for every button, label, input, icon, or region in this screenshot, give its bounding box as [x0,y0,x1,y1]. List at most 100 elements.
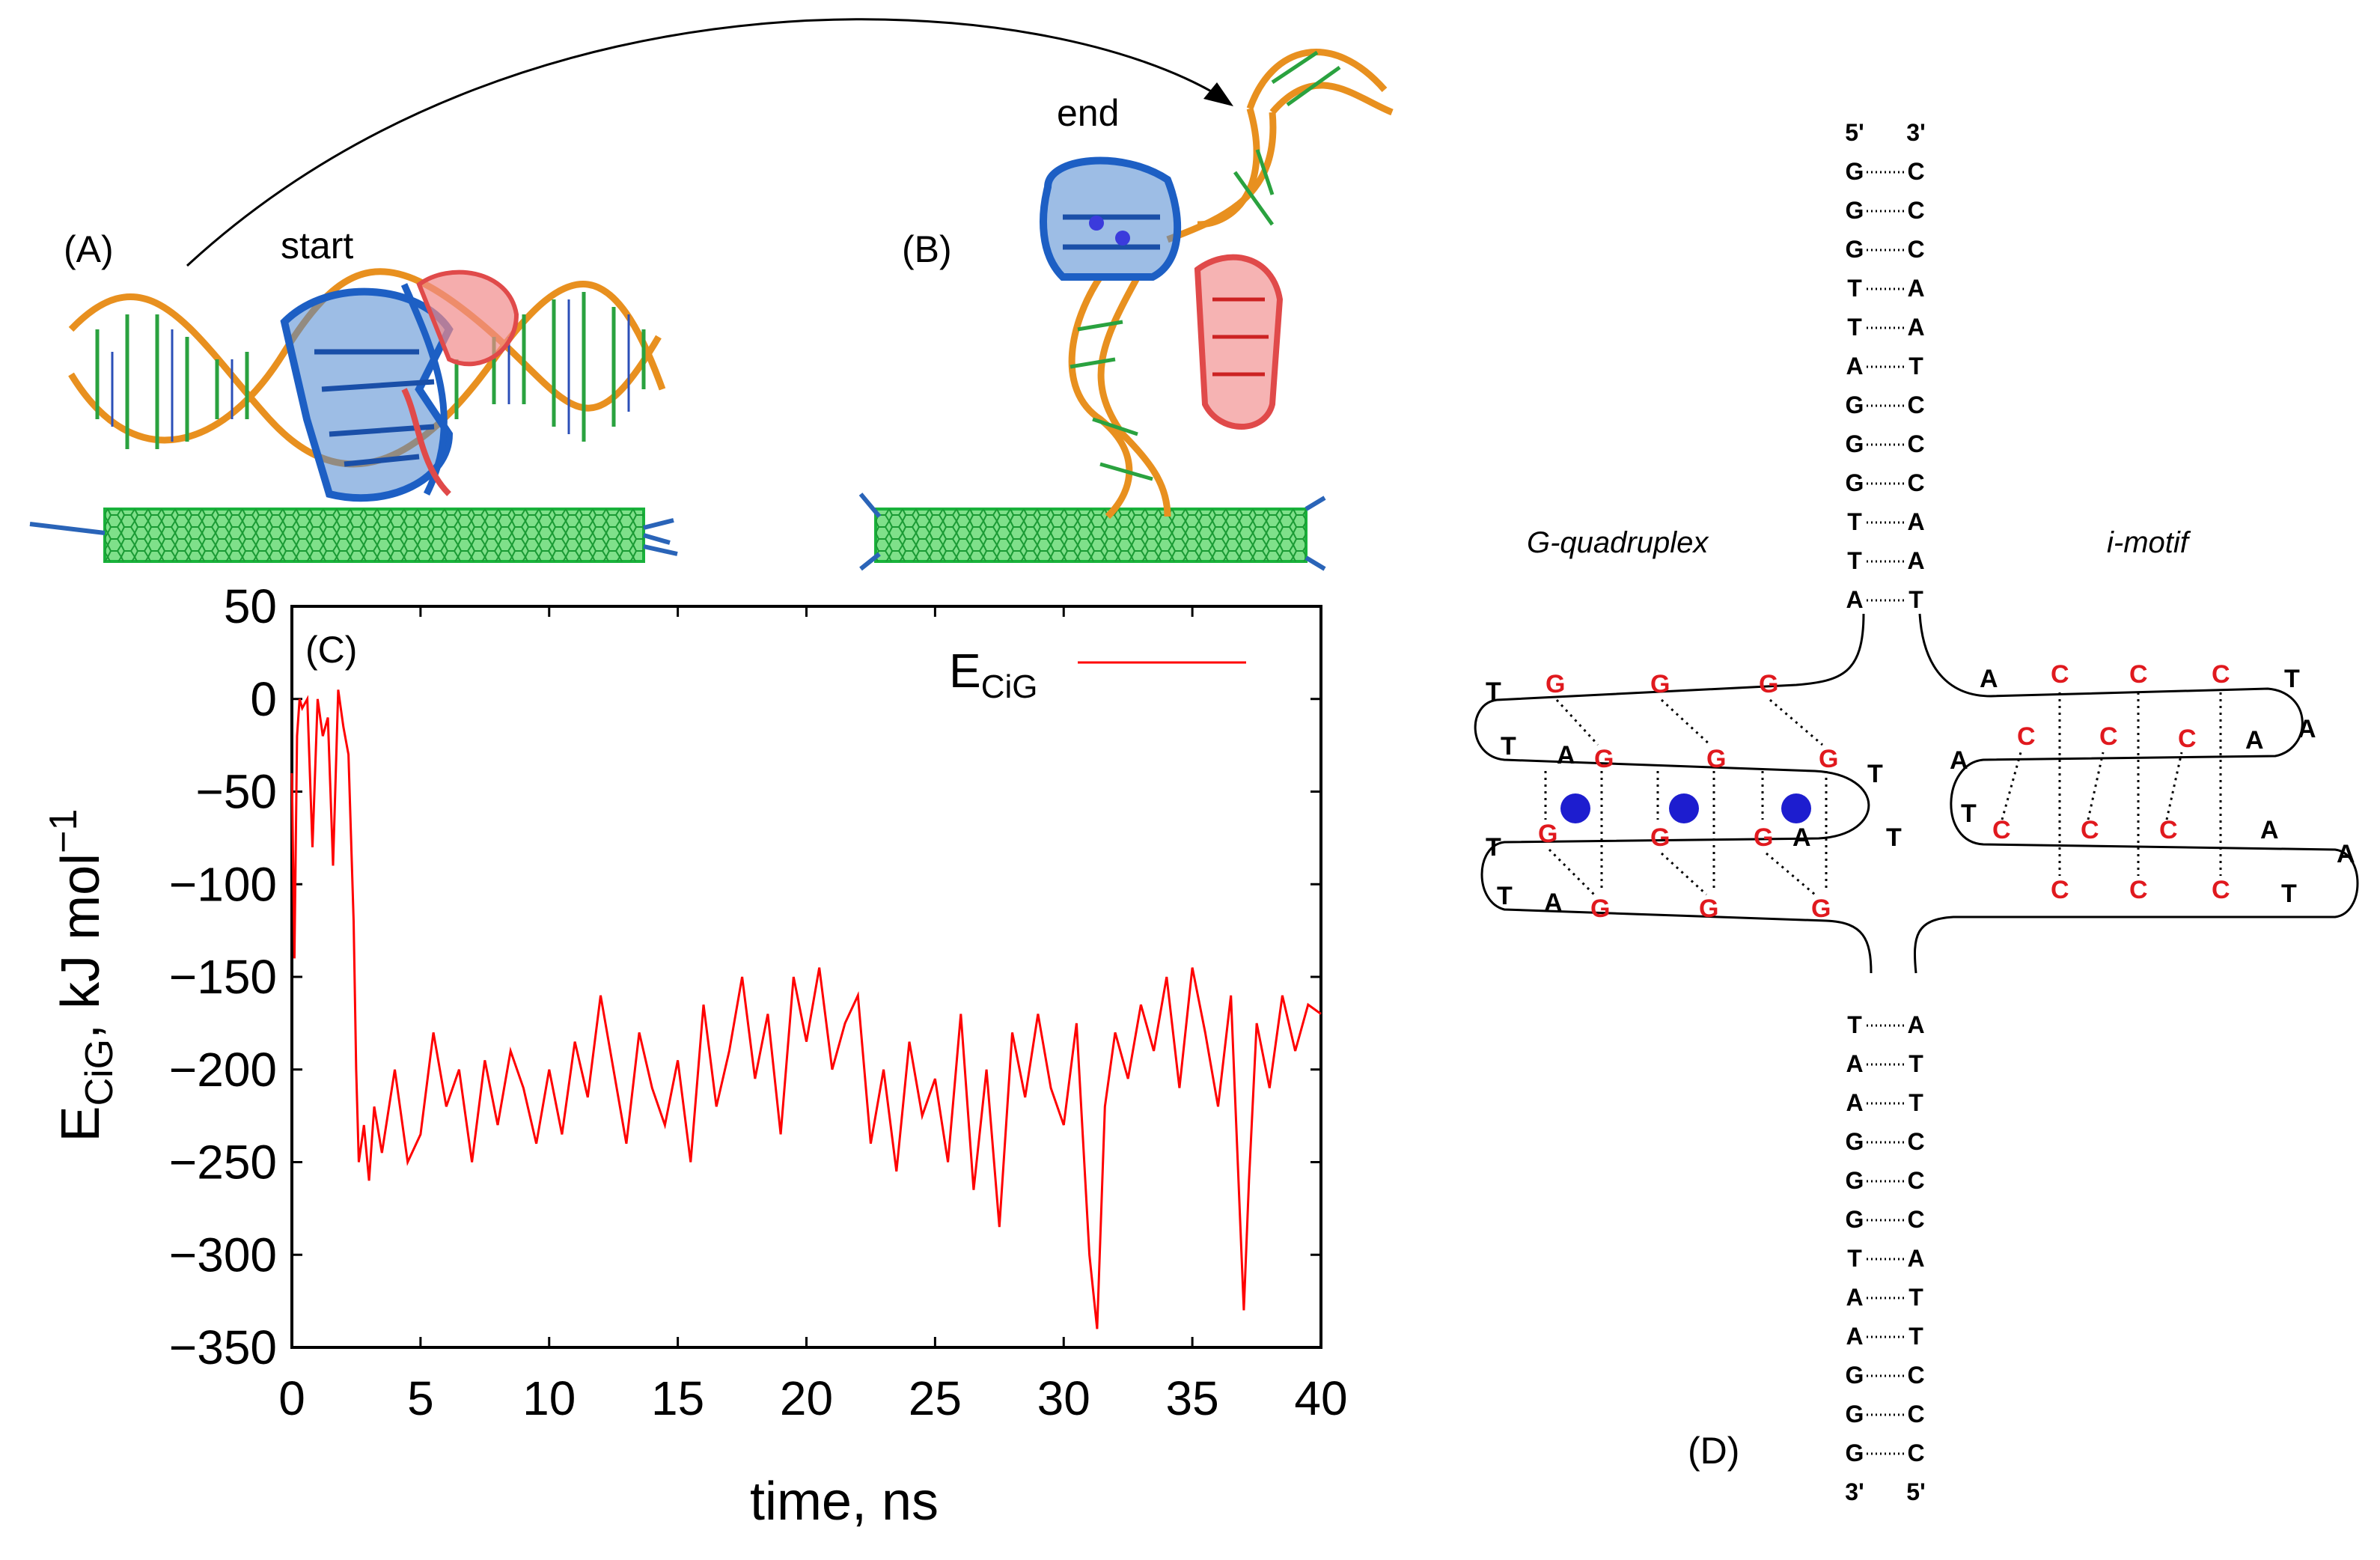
base: C [1907,1167,1924,1194]
im-base: C [2051,660,2069,689]
backbone-outline [1474,613,2359,974]
i-motif-label: i-motif [2107,526,2191,559]
base: G [1846,197,1864,224]
x-tick-label: 40 [1294,1371,1347,1425]
base: A [1907,314,1924,341]
x-tick-label: 30 [1037,1371,1090,1425]
base: T [1908,1284,1923,1311]
strand-end-label: 3' [1845,1478,1864,1505]
transition-arrow [186,18,1228,267]
base: C [1907,197,1924,224]
base: C [1907,1401,1924,1428]
g4-base: G [1594,745,1614,773]
g-quadruplex-structure-a [280,283,454,502]
x-tick-label: 5 [407,1371,434,1425]
g4-hbonds [1544,698,1828,896]
im-base: C [2159,816,2178,844]
base: G [1846,469,1864,496]
base: G [1846,391,1864,418]
base: A [1846,353,1863,380]
im-base: C [2129,660,2148,689]
base: A [1846,1323,1863,1350]
im-base: C [2099,722,2118,751]
base: G [1846,1439,1864,1466]
ion-sphere-b [1115,231,1130,246]
base: G [1846,430,1864,457]
im-base: C [2051,876,2069,904]
im-base: C [2017,722,2036,751]
g4-base: T [1486,833,1501,862]
base: C [1907,236,1924,263]
x-tick-label: 0 [278,1371,305,1425]
strand-end-label: 5' [1906,1478,1925,1505]
im-base: C [2212,876,2230,904]
base: G [1846,1128,1864,1155]
y-tick-label: −100 [169,857,277,911]
x-tick-label: 25 [909,1371,962,1425]
base: T [1847,275,1862,302]
base: T [1908,586,1923,613]
g4-base: T [1497,882,1513,910]
x-axis-label: time, ns [750,1472,939,1532]
base: G [1846,158,1864,185]
base: C [1907,391,1924,418]
base: A [1846,1284,1863,1311]
g4-base: G [1590,895,1610,923]
dna-duplex-b [1068,49,1394,520]
g4-base: G [1650,823,1670,852]
arrow-head [1203,82,1233,106]
carbon-nanotube-a [29,508,678,563]
y-tick-label: −150 [169,950,277,1004]
base: C [1907,158,1924,185]
base: A [1846,1050,1863,1077]
base: C [1907,430,1924,457]
base: C [1907,469,1924,496]
im-base: C [2129,876,2148,904]
base: C [1907,1206,1924,1233]
im-base: T [1961,799,1977,828]
g-quadruplex-label: G-quadruplex [1527,526,1709,559]
base: A [1907,275,1924,302]
base: T [1908,1089,1923,1116]
base: C [1907,1362,1924,1389]
g4-base: G [1546,670,1565,698]
panel-c-label: (C) [305,629,357,671]
y-tick-label: −200 [169,1043,277,1097]
im-base: C [2212,660,2230,689]
im-base: T [2284,665,2300,693]
x-tick-label: 15 [651,1371,704,1425]
g4-base: G [1706,745,1726,773]
carbon-nanotube-b [858,493,1326,571]
base: C [1907,1128,1924,1155]
im-base: A [1950,746,1968,775]
base: T [1908,1323,1923,1350]
im-hbonds [2001,692,2222,876]
im-base: A [2298,715,2316,743]
base: T [1847,508,1862,535]
g4-base: A [1792,823,1811,852]
g-quadruplex-diagram: T G G G T A G G G T T G G G A T T A G G … [1486,670,1902,923]
im-base: C [1992,816,2011,844]
strand-end-label: 5' [1845,119,1864,146]
dna-duplex-a [68,268,666,468]
base: G [1846,1167,1864,1194]
x-tick-label: 35 [1166,1371,1219,1425]
x-tick-label: 10 [522,1371,576,1425]
base: A [1907,1245,1924,1272]
panel-b-label: (B) [902,228,952,270]
base: G [1846,236,1864,263]
y-tick-label: −300 [169,1228,277,1282]
y-tick-label: 0 [250,672,277,726]
g4-base: A [1557,741,1575,770]
g4-base: T [1486,677,1501,706]
y-tick-label: 50 [224,579,277,633]
y-tick-label: −50 [195,765,277,819]
im-base: A [2245,726,2264,755]
g4-base: T [1886,823,1902,852]
i-motif-structure-b [1194,254,1284,430]
potassium-ion [1781,793,1811,823]
